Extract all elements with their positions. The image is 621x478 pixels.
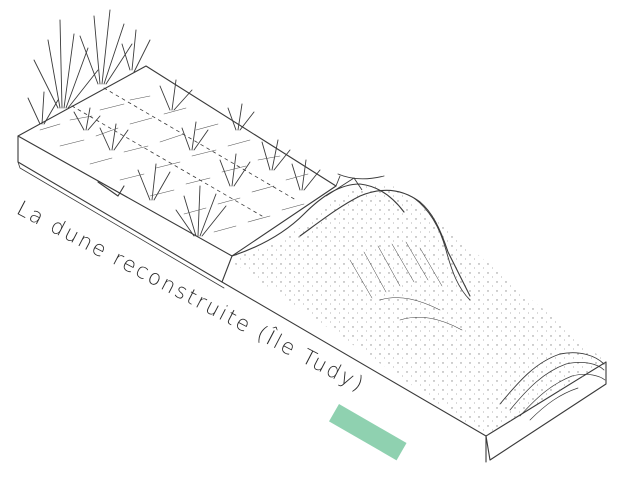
sand-surface [232,184,606,436]
grass-tufts [28,10,320,236]
legend-color-swatch [329,404,407,460]
